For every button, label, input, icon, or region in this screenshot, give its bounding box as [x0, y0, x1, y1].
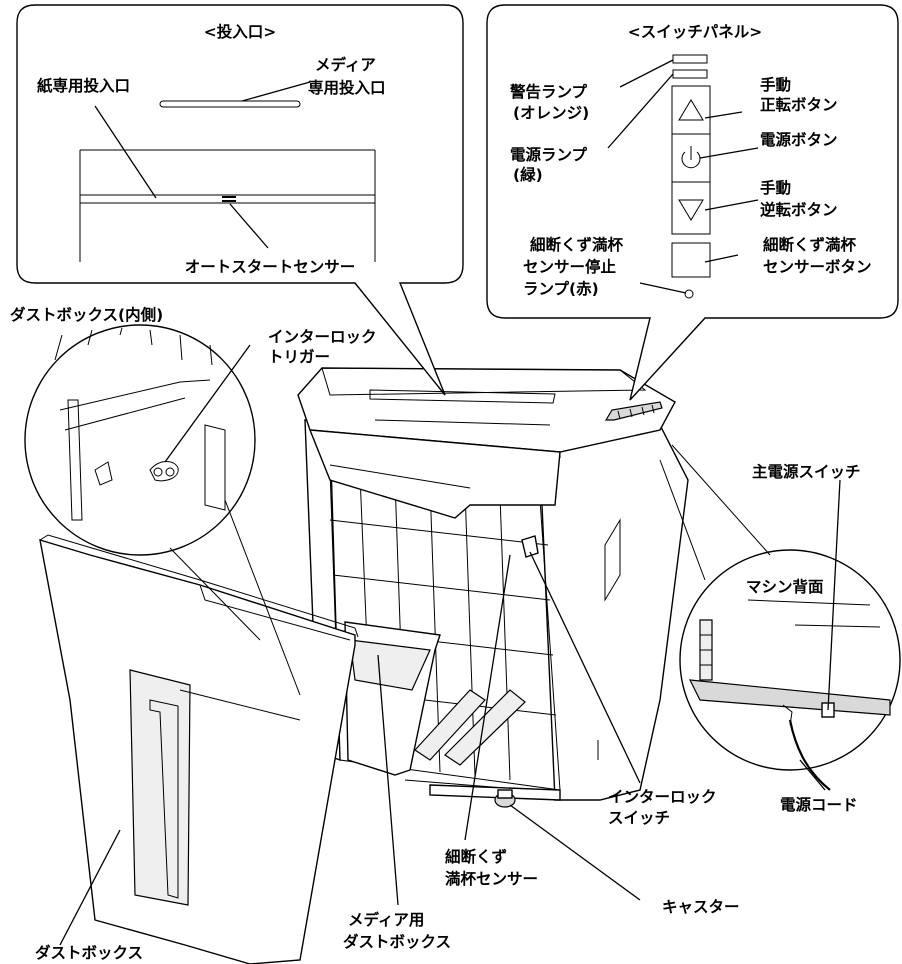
- switch-panel-title: <スイッチパネル>: [628, 23, 762, 41]
- full-stop-lamp-label-1: 細断くず満杯: [530, 235, 624, 254]
- manual-forward-label-2: 正転ボタン: [760, 96, 838, 114]
- interlock-trigger-label-1: インターロック: [268, 328, 377, 346]
- media-dust-box: [344, 621, 441, 776]
- caster-wheel: [494, 789, 516, 808]
- caster-label: キャスター: [662, 898, 740, 916]
- media-slot-label-1: メディア: [315, 55, 376, 74]
- rear-callout: [659, 444, 901, 791]
- manual-reverse-label-2: 逆転ボタン: [760, 200, 838, 219]
- interlock-switch: [521, 535, 539, 558]
- interlock-trigger-label-2: トリガー: [268, 348, 330, 366]
- dust-box-inner-callout: [24, 324, 301, 696]
- dust-box-label: ダストボックス: [35, 943, 143, 962]
- manual-reverse-label-1: 手動: [760, 178, 791, 197]
- dust-box: [39, 534, 359, 964]
- rear-title: マシン背面: [746, 577, 824, 596]
- full-stop-lamp-label-2: センサー停止: [523, 257, 617, 276]
- main-power-switch-label: 主電源スイッチ: [752, 462, 861, 481]
- paper-slot-label: 紙専用投入口: [37, 76, 130, 95]
- switch-panel-callout: [486, 4, 899, 401]
- manual-forward-label-1: 手動: [760, 75, 791, 94]
- power-cord-label: 電源コード: [780, 795, 858, 814]
- dust-box-inner-title: ダストボックス(内側): [10, 305, 163, 324]
- full-sensor-button-label-2: センサーボタン: [763, 258, 872, 276]
- full-sensor-label-2: 満杯センサー: [445, 869, 538, 888]
- triangle-down-icon: [678, 199, 704, 221]
- auto-start-sensor-label: オートスタートセンサー: [185, 258, 356, 276]
- interlock-switch-label-2: スイッチ: [608, 809, 670, 827]
- power-button-label: 電源ボタン: [760, 130, 838, 149]
- media-dust-box-label-1: メディア用: [348, 910, 424, 929]
- interlock-switch-label-1: インターロック: [608, 788, 717, 806]
- power-lamp-label-2: (緑): [513, 165, 543, 184]
- warning-lamp: [672, 54, 708, 64]
- inlet-callout: [16, 4, 464, 396]
- triangle-up-icon: [678, 99, 704, 121]
- shredder-machine: [297, 367, 689, 808]
- text-labels: <投入口> 紙専用投入口 メディア 専用投入口 オートスタートセンサー <スイッ…: [10, 22, 872, 962]
- leader-lines: [59, 59, 841, 946]
- full-stop-lamp: [684, 289, 694, 299]
- warning-lamp-label-2: (オレンジ): [513, 104, 589, 122]
- media-slot-label-2: 専用投入口: [308, 78, 386, 97]
- shredder-lid: [297, 367, 676, 519]
- full-sensor-label-1: 細断くず: [445, 847, 507, 866]
- warning-lamp-label-1: 警告ランプ: [509, 82, 588, 101]
- power-lamp-label-1: 電源ランプ: [510, 145, 588, 164]
- full-sensor-button-label-1: 細断くず満杯: [763, 235, 857, 254]
- inlet-title: <投入口>: [204, 22, 276, 41]
- media-dust-box-label-2: ダストボックス: [343, 932, 451, 951]
- full-sensor-button: [671, 242, 711, 278]
- full-stop-lamp-label-3: ランプ(赤): [523, 279, 599, 298]
- power-icon: [681, 146, 701, 169]
